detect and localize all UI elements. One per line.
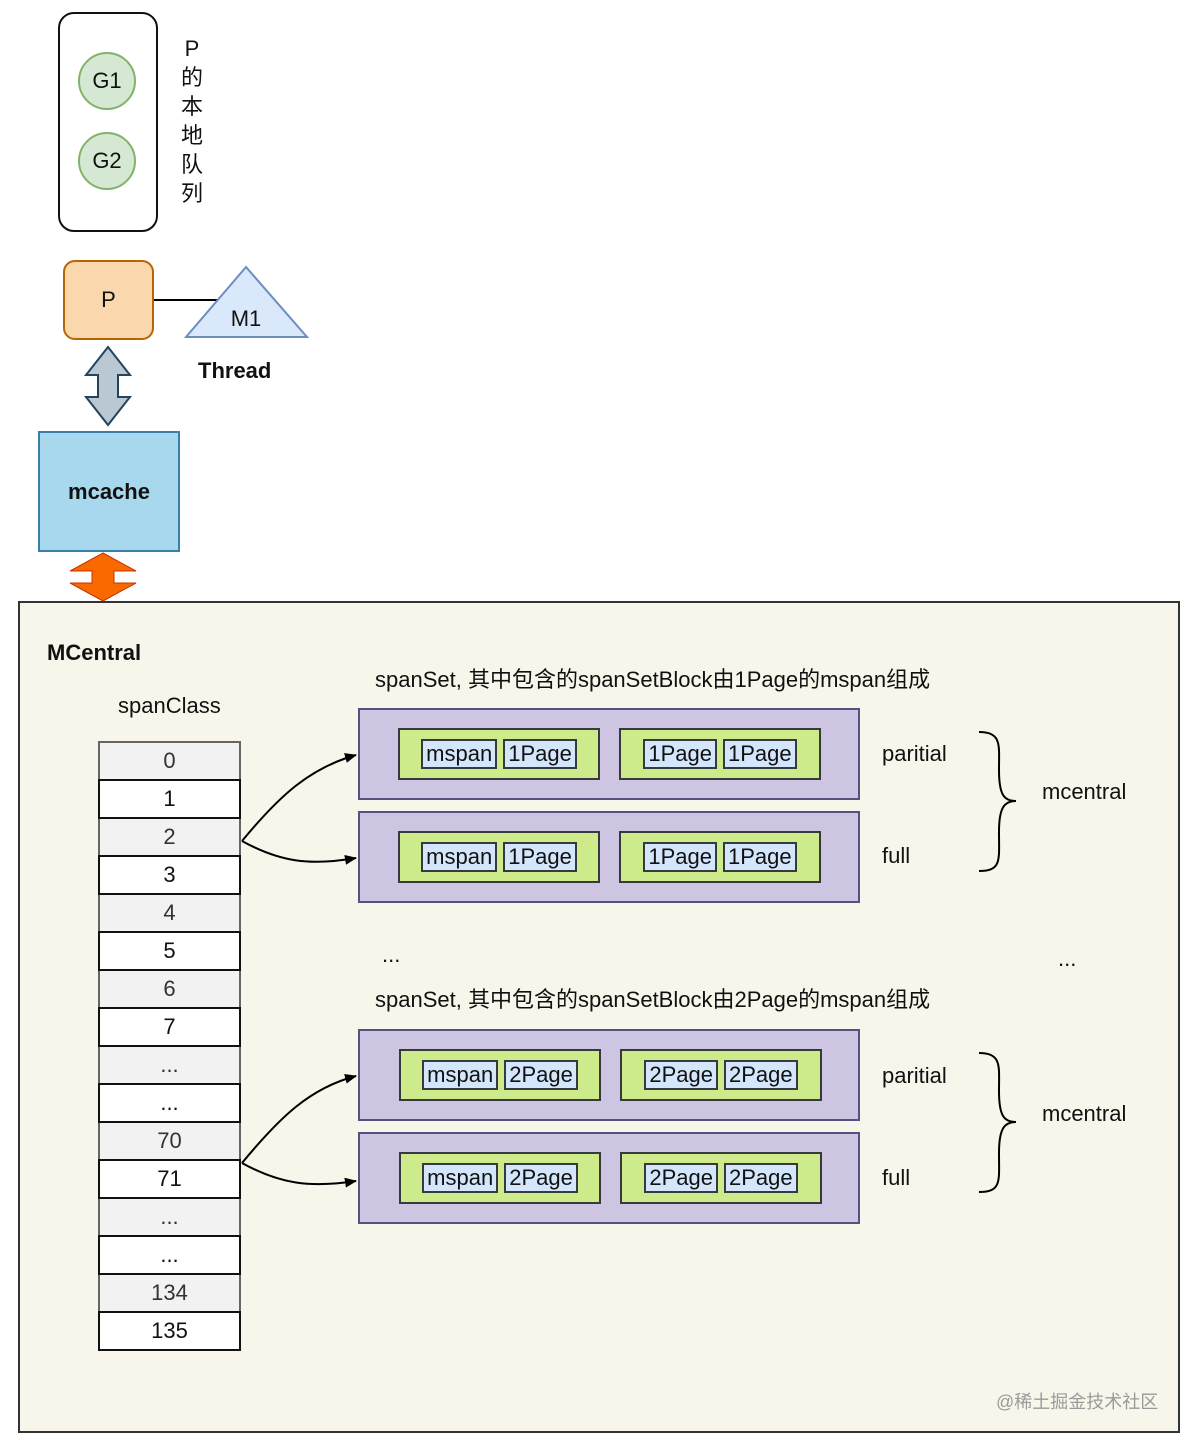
span-class-cell: 4 [98,893,241,933]
mspan-cell: mspan [421,739,498,769]
span-class-label: spanClass [118,693,221,718]
mcentral-title: MCentral [47,640,142,665]
label-char: 列 [180,181,203,206]
label-char: 地 [180,123,203,148]
page-cell: 2Page [504,1060,578,1090]
span-class-cell: 5 [98,931,241,971]
page-cell: 2Page [724,1060,798,1090]
span-class-cell: 2 [98,817,241,857]
span-class-cell: 71 [98,1159,241,1199]
page-cell: 1Page [723,739,797,769]
span-block: mspan 1Page [398,728,600,780]
machine-m1-label: M1 [231,306,262,331]
goroutine-g2: G2 [78,132,136,190]
spanset-full-2page: mspan 2Page 2Page 2Page [358,1132,860,1224]
partial-label-2page: paritial [882,1063,947,1088]
mspan-cell: mspan [421,842,498,872]
span-class-cell: ... [98,1197,241,1237]
spanset-partial-1page: mspan 1Page 1Page 1Page [358,708,860,800]
thread-label: Thread [198,358,272,383]
full-label-2page: full [882,1165,911,1190]
mcentral-brace-label-2page: mcentral [1042,1101,1127,1126]
local-queue-label: P 的 本 地 队 列 [178,34,206,208]
span-class-cell: 135 [98,1311,241,1351]
span-block: mspan 1Page [398,831,600,883]
double-arrow-icon [69,552,137,602]
page-cell: 1Page [503,739,577,769]
span-class-cell: 7 [98,1007,241,1047]
span-class-cell: ... [98,1045,241,1085]
span-block: mspan 2Page [399,1152,601,1204]
page-cell: 2Page [504,1163,578,1193]
label-char: 队 [180,152,203,177]
mspan-cell: mspan [422,1163,499,1193]
partial-label-1page: paritial [882,741,947,766]
span-class-cell: ... [98,1083,241,1123]
label-char: P [184,36,200,61]
span-block: mspan 2Page [399,1049,601,1101]
ellipsis-left: ... [382,942,401,967]
machine-m1-icon [183,265,310,338]
span-block: 1Page 1Page [619,728,821,780]
mcentral-brace-label-1page: mcentral [1042,779,1127,804]
spanset-caption-1page: spanSet, 其中包含的spanSetBlock由1Page的mspan组成 [375,667,931,692]
page-cell: 2Page [644,1163,718,1193]
span-class-cell: 70 [98,1121,241,1161]
page-cell: 1Page [643,842,717,872]
page-cell: 1Page [643,739,717,769]
span-block: 2Page 2Page [620,1049,822,1101]
ellipsis-right: ... [1058,946,1077,971]
full-label-1page: full [882,843,911,868]
spanset-caption-2page: spanSet, 其中包含的spanSetBlock由2Page的mspan组成 [375,987,931,1012]
processor-p: P [63,260,154,340]
goroutine-g1: G1 [78,52,136,110]
label-char: 本 [180,94,203,119]
mspan-cell: mspan [422,1060,499,1090]
span-class-cell: 6 [98,969,241,1009]
page-cell: 1Page [723,842,797,872]
page-cell: 2Page [644,1060,718,1090]
span-class-cell: 3 [98,855,241,895]
mcache-box: mcache [38,431,180,552]
span-class-cell: 0 [98,741,241,781]
span-class-cell: ... [98,1235,241,1275]
span-class-cell: 134 [98,1273,241,1313]
spanset-partial-2page: mspan 2Page 2Page 2Page [358,1029,860,1121]
span-class-cell: 1 [98,779,241,819]
p-local-queue: G1 G2 [58,12,158,232]
spanset-full-1page: mspan 1Page 1Page 1Page [358,811,860,903]
page-cell: 2Page [724,1163,798,1193]
span-block: 2Page 2Page [620,1152,822,1204]
page-cell: 1Page [503,842,577,872]
watermark: @稀土掘金技术社区 [996,1392,1159,1412]
span-block: 1Page 1Page [619,831,821,883]
label-char: 的 [180,65,203,90]
double-arrow-icon [83,345,133,427]
